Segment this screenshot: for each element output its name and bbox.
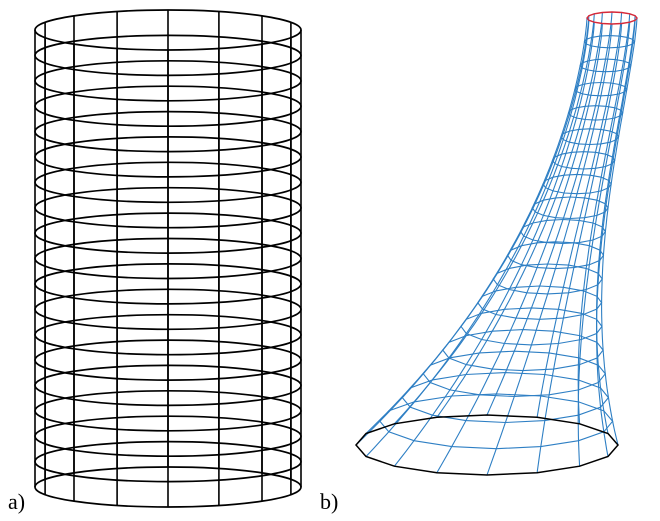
cylinder-ring <box>34 212 302 254</box>
tower-ring <box>442 329 604 372</box>
tower-ring <box>542 173 612 195</box>
tower-ring <box>422 350 607 398</box>
cylinder-ring <box>34 288 302 331</box>
tower-meridian <box>365 15 590 434</box>
tower-ring <box>560 128 620 146</box>
tower-ring <box>379 393 614 450</box>
tower-meridian <box>536 12 623 418</box>
cylinder-ring <box>34 186 302 229</box>
cylinder-ring <box>34 440 302 483</box>
tower-ring <box>477 285 603 320</box>
tower-ring <box>460 307 603 346</box>
cylinder-ring <box>34 389 302 432</box>
cylinder-ring <box>34 339 302 381</box>
panel-a-label: a) <box>8 489 26 514</box>
cylinder-ring <box>34 466 302 508</box>
tower-ring <box>531 196 609 220</box>
cylinder-ring <box>34 415 302 458</box>
panel-b-label: b) <box>320 489 339 514</box>
tower-ring <box>551 151 616 170</box>
cylinder-ring <box>34 263 302 305</box>
cylinder-ring <box>34 364 302 407</box>
cylinder-ring <box>34 313 302 356</box>
cylinder-ring <box>34 136 302 178</box>
tower-ring <box>567 105 624 121</box>
tower-bottom-rim <box>355 414 619 476</box>
cylinder-ring <box>34 110 302 153</box>
tower-meridian <box>365 20 590 457</box>
tower-ring <box>574 81 628 97</box>
tower-meridian <box>355 17 588 446</box>
tower-meridian <box>436 12 603 418</box>
cylinder-ring <box>34 9 302 51</box>
tower-meridian <box>393 13 595 425</box>
tower-ring <box>583 35 636 49</box>
tower-ring <box>579 58 632 73</box>
tower-ring <box>519 218 607 245</box>
tower-ring <box>401 372 610 424</box>
cylinder-ring <box>34 59 302 102</box>
cylinder-ring <box>34 85 302 128</box>
cylinder-ring <box>34 161 302 204</box>
cylinder-ring <box>34 237 302 280</box>
tower-ring <box>492 263 603 295</box>
cylinder-ring <box>34 34 302 77</box>
tower-top-rim <box>586 11 638 25</box>
